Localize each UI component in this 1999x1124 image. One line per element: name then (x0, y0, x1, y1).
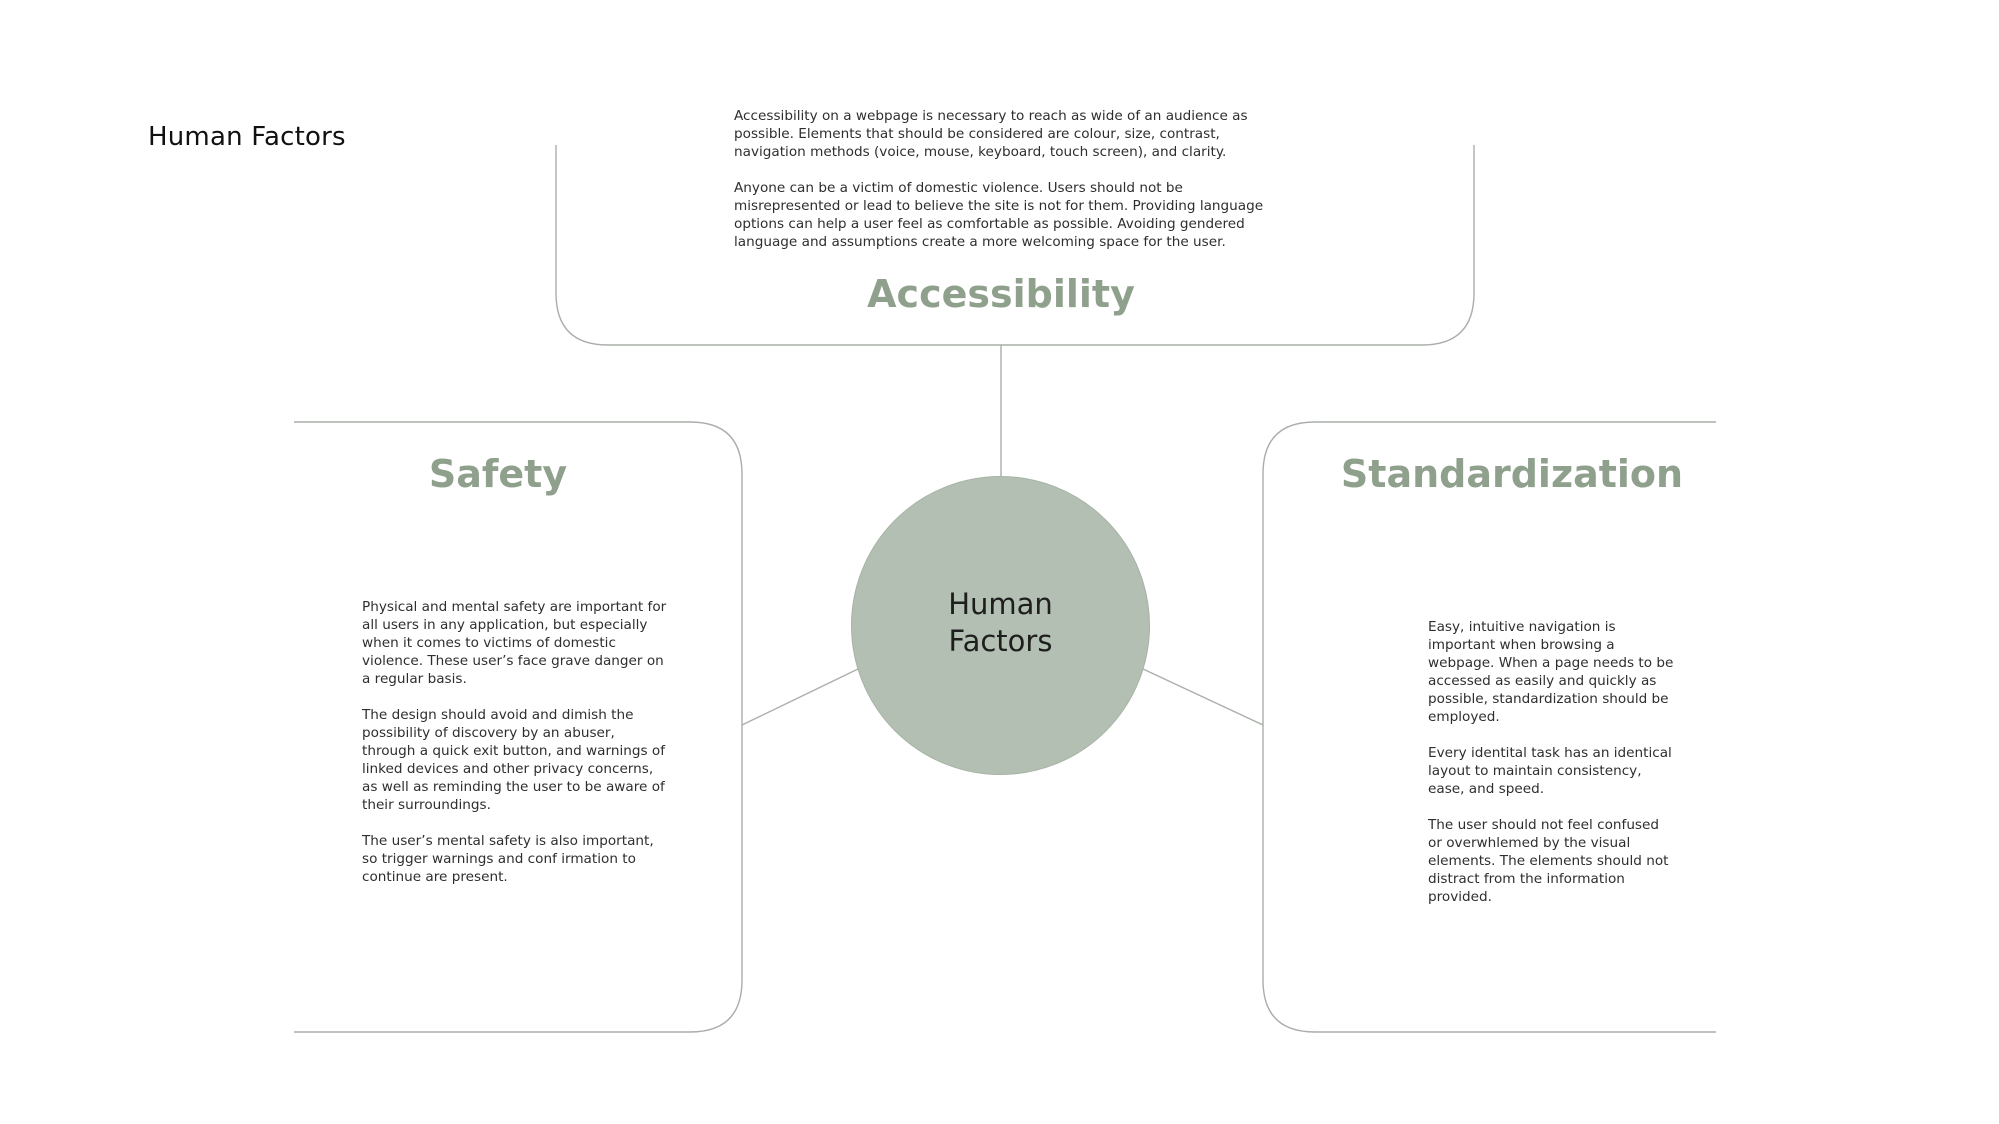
accessibility-body: Accessibility on a webpage is necessary … (734, 107, 1286, 251)
accessibility-paragraph-2: Anyone can be a victim of domestic viole… (734, 180, 1264, 250)
standardization-heading: Standardization (1340, 452, 1684, 496)
accessibility-paragraph-1: Accessibility on a webpage is necessary … (734, 108, 1248, 160)
safety-paragraph-3: The user’s mental safety is also importa… (362, 833, 654, 885)
accessibility-heading: Accessibility (867, 272, 1135, 316)
hub-label: Human Factors (948, 586, 1053, 658)
standardization-paragraph-1: Easy, intuitive navigation is important … (1428, 619, 1674, 725)
safety-paragraph-2: The design should avoid and dimish the p… (362, 707, 665, 813)
hub-circle: Human Factors (851, 476, 1150, 775)
connector-safety (741, 668, 859, 726)
page-title: Human Factors (148, 122, 346, 152)
connector-standardization (1142, 668, 1264, 726)
safety-heading: Safety (428, 452, 568, 496)
standardization-paragraph-2: Every identital task has an identical la… (1428, 745, 1672, 797)
safety-body: Physical and mental safety are important… (362, 598, 668, 886)
safety-paragraph-1: Physical and mental safety are important… (362, 599, 667, 687)
standardization-paragraph-3: The user should not feel confused or ove… (1428, 817, 1669, 905)
standardization-body: Easy, intuitive navigation is important … (1428, 618, 1676, 906)
